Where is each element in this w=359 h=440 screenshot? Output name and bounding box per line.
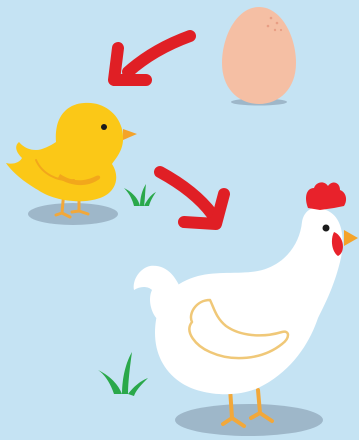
arrow-egg-to-chick: [114, 36, 190, 80]
hen-beak-icon: [344, 230, 358, 246]
chick-eye: [101, 124, 107, 130]
egg: [222, 7, 296, 106]
chick-beak-icon: [123, 129, 137, 140]
grass-small-icon: [124, 184, 156, 206]
grass-large-icon: [98, 352, 148, 396]
chick-body-icon: [6, 103, 123, 201]
hen: [134, 182, 358, 436]
chick-shadow: [28, 203, 118, 225]
hen-body-icon: [155, 208, 343, 395]
chick: [6, 103, 137, 225]
egg-shell-icon: [222, 7, 296, 104]
arrow-chick-to-hen: [160, 172, 224, 224]
hen-comb-icon: [306, 182, 346, 210]
hen-eye: [323, 225, 330, 232]
hen-shadow: [175, 404, 323, 436]
